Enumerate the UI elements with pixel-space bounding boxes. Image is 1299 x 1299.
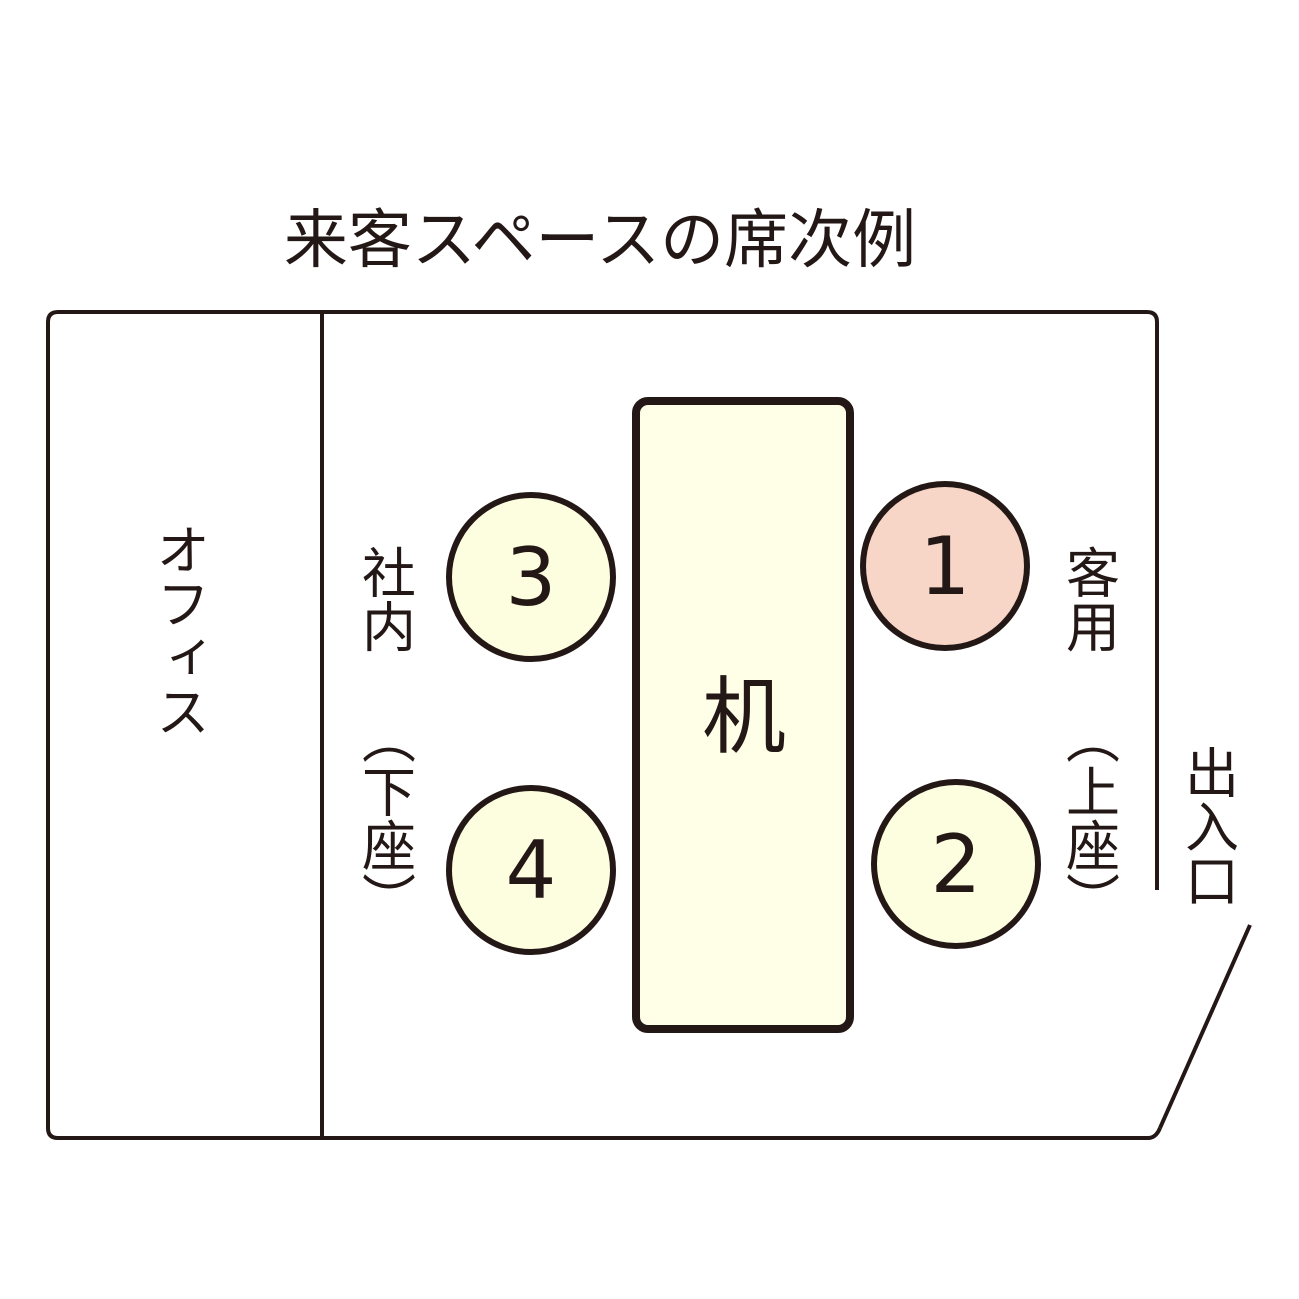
svg-text:客用: 客用 (1057, 545, 1120, 653)
guest-label: 客用 (1057, 545, 1120, 653)
svg-text:社内: 社内 (353, 545, 416, 653)
seat-1 (860, 481, 1030, 651)
staff-label: 社内 (353, 545, 416, 653)
seat-4-number: 4 (506, 824, 557, 917)
seat-2 (871, 779, 1041, 949)
desk (632, 397, 854, 1033)
entrance-door-line (1158, 924, 1252, 1129)
entrance-label: 出入口 (1176, 745, 1239, 907)
guest-note: （上座） (1057, 710, 1120, 926)
office-label: オフィス (147, 522, 210, 738)
diagram-title: 来客スペースの席次例 (284, 204, 916, 278)
svg-text:出入口: 出入口 (1176, 745, 1239, 907)
seat-1-number: 1 (920, 520, 971, 613)
svg-text:（下座）: （下座） (353, 710, 416, 926)
seat-3-number: 3 (506, 531, 557, 624)
seat-3 (446, 492, 616, 662)
room-outline (46, 310, 1162, 1140)
staff-note: （下座） (353, 710, 416, 926)
seat-4 (446, 785, 616, 955)
desk-label: 机 (702, 668, 786, 766)
svg-text:オフィス: オフィス (147, 522, 210, 738)
seat-2-number: 2 (931, 818, 982, 911)
svg-text:（上座）: （上座） (1057, 710, 1120, 926)
